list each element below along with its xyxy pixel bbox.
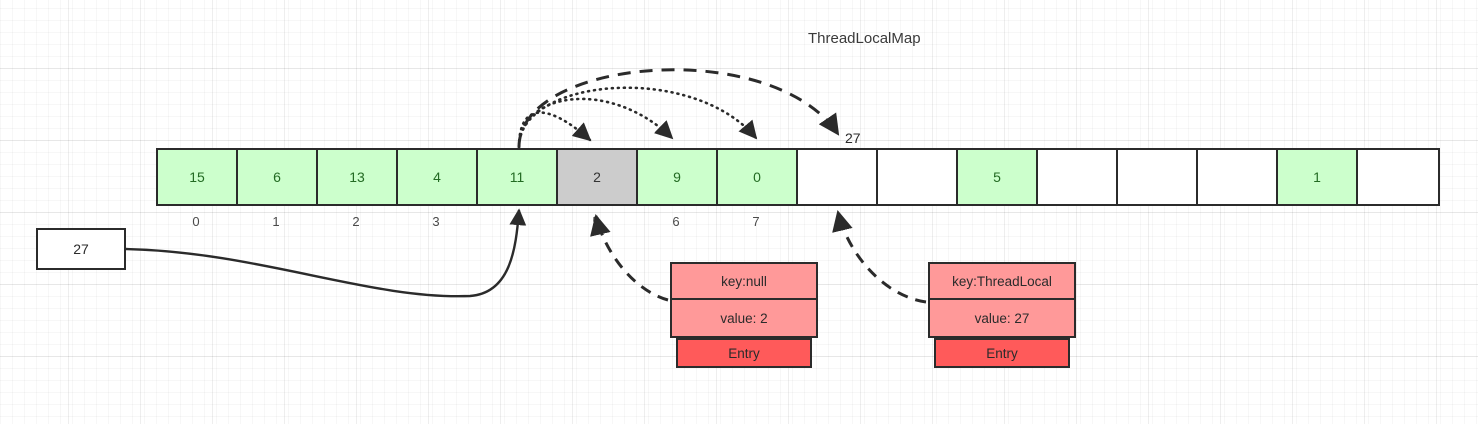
array-cell[interactable]: 9	[638, 150, 718, 204]
array-cell[interactable]: 5	[958, 150, 1038, 204]
array-cell-value: 0	[753, 169, 761, 185]
probe-arc-slot5	[517, 111, 592, 149]
array-cell[interactable]: 4	[398, 150, 478, 204]
threadlocalmap-array: 15 6 13 4 11 2 9 0 5 1	[156, 148, 1440, 206]
array-cell[interactable]: 0	[718, 150, 798, 204]
page-title: ThreadLocalMap	[808, 30, 921, 47]
array-cell[interactable]	[798, 150, 878, 204]
array-cell[interactable]: 13	[318, 150, 398, 204]
entry-tag: Entry	[934, 338, 1070, 368]
entry-value: value: 27	[928, 300, 1076, 338]
entry-card-new: key:ThreadLocal value: 27 Entry	[928, 262, 1076, 368]
array-cell[interactable]: 1	[1278, 150, 1358, 204]
array-index-label: 5	[592, 214, 600, 229]
array-cell[interactable]: 6	[238, 150, 318, 204]
array-cell-value: 13	[349, 169, 365, 185]
array-cell-value: 5	[993, 169, 1001, 185]
entry-tag: Entry	[676, 338, 812, 368]
array-index-label: 3	[432, 214, 440, 229]
array-cell[interactable]: 11	[478, 150, 558, 204]
entry-key: key:null	[670, 262, 818, 300]
array-cell[interactable]	[1118, 150, 1198, 204]
probe-arc-slot6	[517, 97, 674, 149]
array-cell[interactable]	[1038, 150, 1118, 204]
array-cell-value: 2	[593, 169, 601, 185]
array-index-label: 1	[272, 214, 280, 229]
array-index-label: 6	[672, 214, 680, 229]
array-cell-value: 11	[509, 169, 525, 185]
entry-card-stale: key:null value: 2 Entry	[670, 262, 818, 368]
array-index-label: 0	[192, 214, 200, 229]
entry-value: value: 2	[670, 300, 818, 338]
array-cell[interactable]	[1358, 150, 1438, 204]
insert-arc-slot8	[517, 68, 840, 148]
source-value-box[interactable]: 27	[36, 228, 126, 270]
array-index-label: 4	[512, 214, 520, 229]
array-cell[interactable]	[878, 150, 958, 204]
array-index-label: 2	[352, 214, 360, 229]
array-cell-value: 15	[189, 169, 205, 185]
array-cell[interactable]	[1198, 150, 1278, 204]
array-cell-value: 6	[273, 169, 281, 185]
probe-arc-slot7	[517, 86, 758, 149]
array-cell[interactable]: 2	[558, 150, 638, 204]
array-cell-value: 1	[1313, 169, 1321, 185]
array-cell-value: 4	[433, 169, 441, 185]
array-index-label: 7	[752, 214, 760, 229]
array-cell[interactable]: 15	[158, 150, 238, 204]
new-entry-to-slot8-link	[832, 209, 927, 304]
array-cell-value: 9	[673, 169, 681, 185]
entry-key: key:ThreadLocal	[928, 262, 1076, 300]
insert-arrow-label: 27	[845, 130, 861, 146]
source-value-text: 27	[73, 241, 89, 257]
